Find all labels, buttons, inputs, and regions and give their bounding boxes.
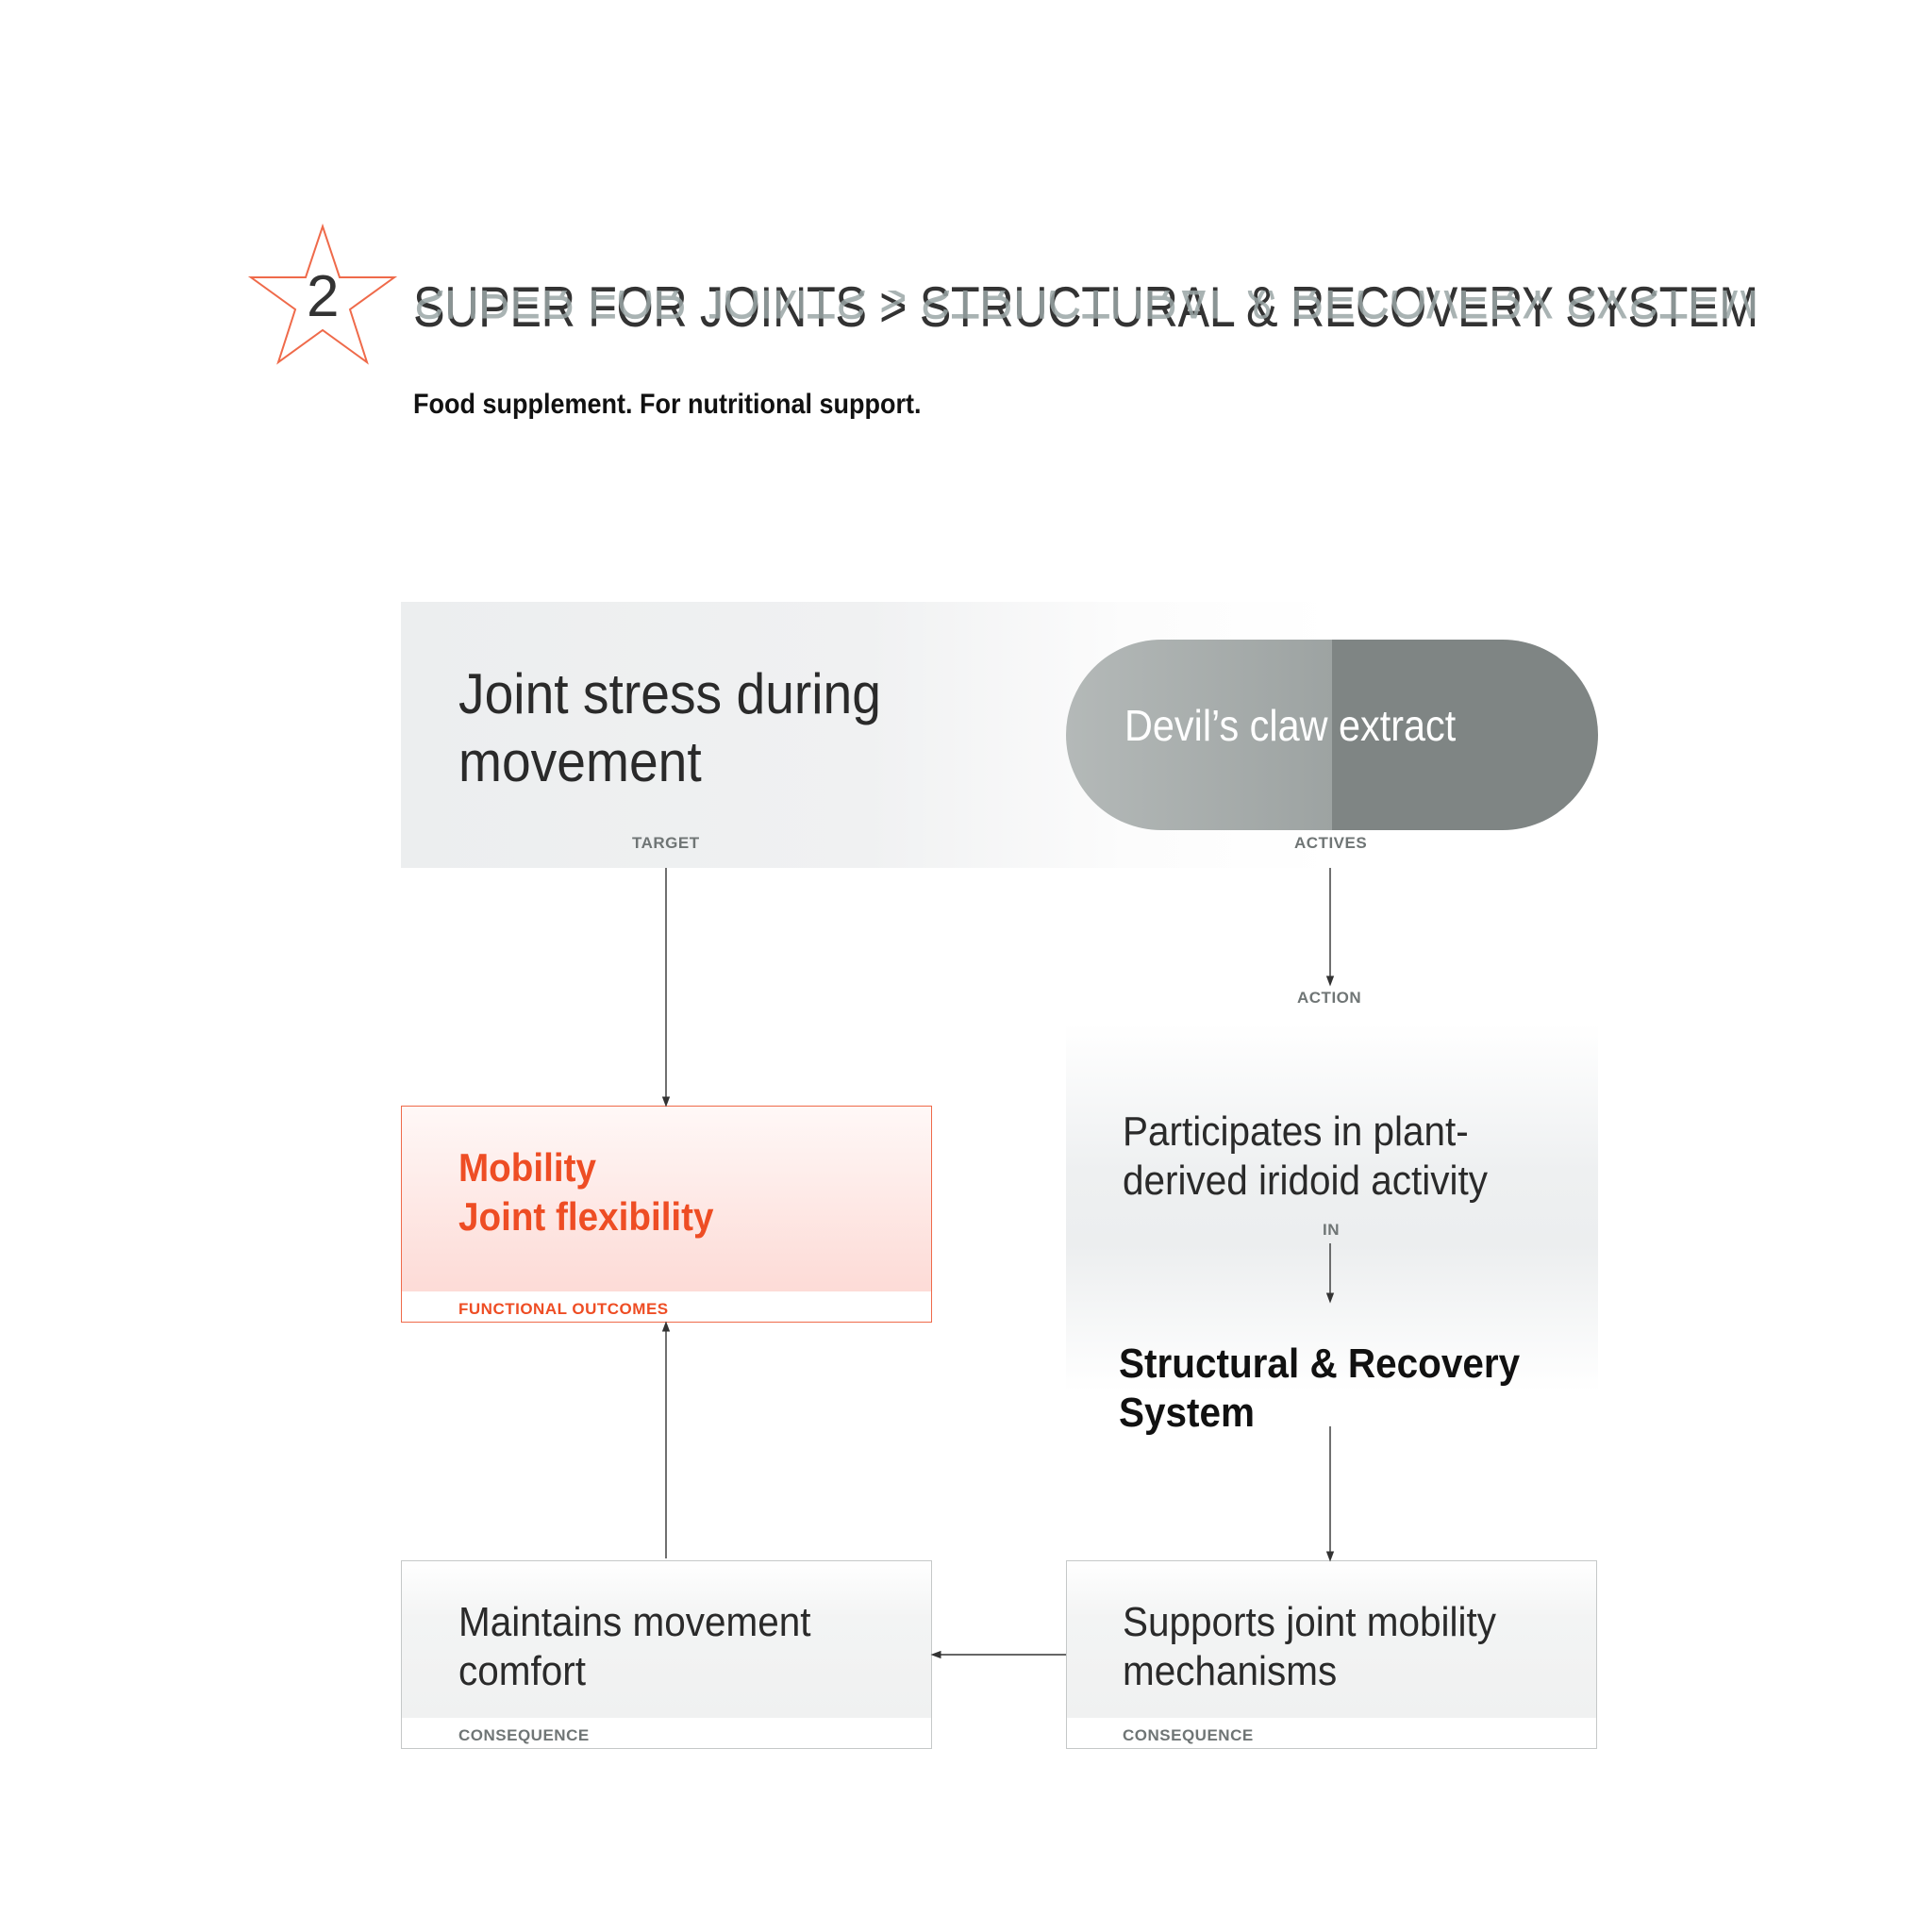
outcome-line-2: Joint flexibility [458,1194,714,1239]
page-subtitle: Food supplement. For nutritional support… [413,389,922,420]
outcomes-text: Mobility Joint flexibility [458,1143,714,1241]
system-line-1: Structural & Recovery [1119,1341,1521,1387]
consequence-right-line-2: mechanisms [1123,1648,1338,1694]
consequence-left-line-2: comfort [458,1648,586,1694]
page-title: SUPER FOR JOINTS > STRUCTURAL & RECOVERY… [413,275,1758,339]
system-text: Structural & Recovery System [1119,1340,1520,1438]
outcomes-tag: FUNCTIONAL OUTCOMES [458,1300,669,1318]
mechanism-text: Participates in plant- derived iridoid a… [1123,1108,1488,1206]
system-line-2: System [1119,1390,1256,1436]
consequence-right-text: Supports joint mobility mechanisms [1123,1598,1496,1696]
consequence-left-text: Maintains movement comfort [458,1598,810,1696]
outcomes-footer [402,1291,931,1322]
target-line-2: movement [458,730,702,793]
target-line-1: Joint stress during [458,662,881,725]
action-panel [1066,1024,1598,1391]
action-tag: ACTION [1297,989,1362,1007]
consequence-right-line-1: Supports joint mobility [1123,1599,1496,1645]
actives-tag: ACTIVES [1294,834,1368,852]
consequence-right-tag: CONSEQUENCE [1123,1726,1254,1744]
mechanism-line-2: derived iridoid activity [1123,1158,1488,1204]
step-number: 2 [307,264,340,329]
consequence-right-footer [1067,1718,1596,1748]
consequence-left-line-1: Maintains movement [458,1599,811,1645]
actives-pill-label: Devil’s claw extract [1124,701,1457,750]
target-text: Joint stress during movement [458,660,881,796]
consequence-left-tag: CONSEQUENCE [458,1726,590,1744]
actives-pill [1066,640,1598,830]
target-tag: TARGET [632,834,700,852]
consequence-left-footer [402,1718,931,1748]
star-icon [247,223,398,365]
mechanism-line-1: Participates in plant- [1123,1108,1469,1155]
consequence-left-box [401,1560,932,1749]
outcome-line-1: Mobility [458,1145,596,1190]
consequence-right-box [1066,1560,1597,1749]
in-tag: IN [1323,1221,1340,1239]
